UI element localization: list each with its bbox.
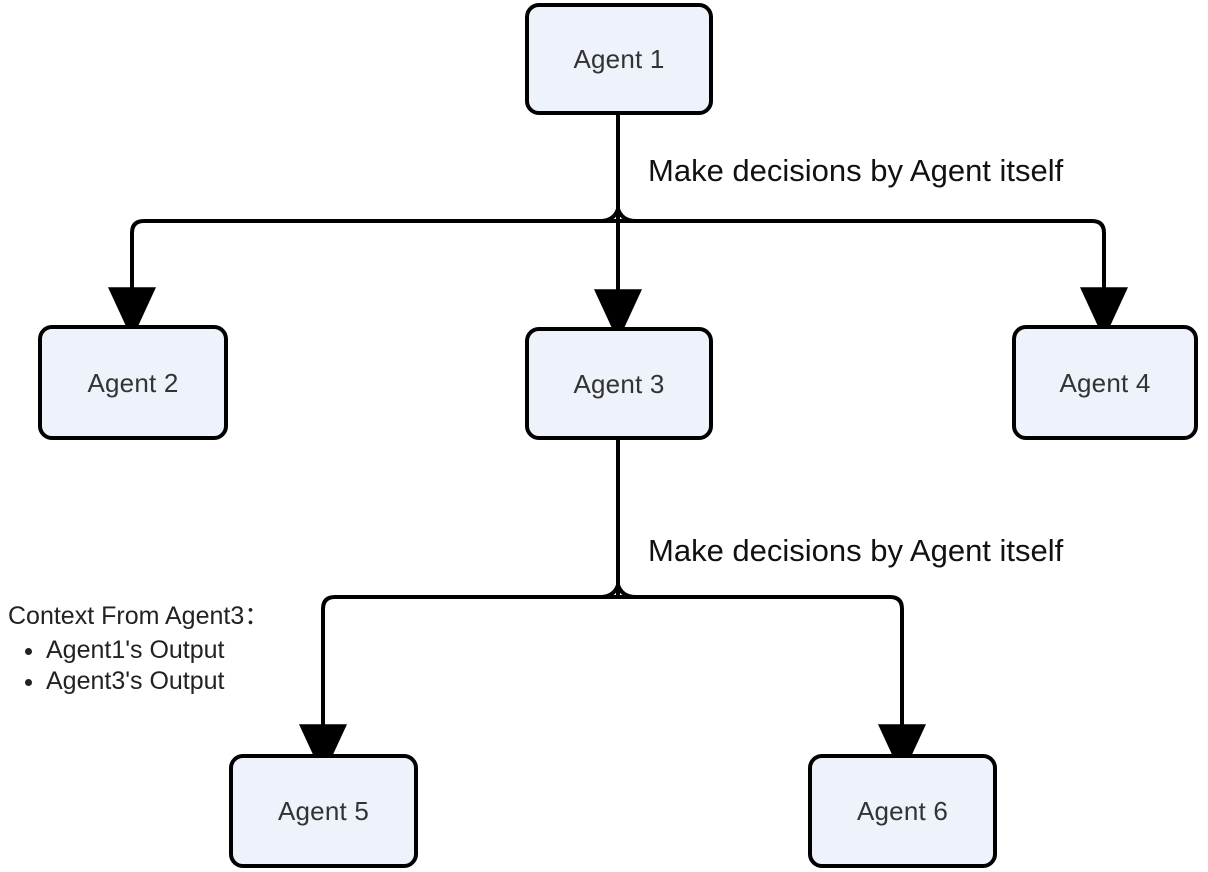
edge-label-top: Make decisions by Agent itself bbox=[648, 153, 1064, 189]
edge-junction-fillet-bottom-right bbox=[616, 584, 637, 599]
context-annotation: Context From Agent3： Agent1's Output Age… bbox=[8, 602, 269, 697]
context-item: Agent3's Output bbox=[46, 667, 269, 697]
node-agent1-label: Agent 1 bbox=[573, 44, 665, 74]
node-agent2[interactable]: Agent 2 bbox=[38, 325, 228, 440]
node-agent3-label: Agent 3 bbox=[573, 368, 665, 399]
node-agent6-label: Agent 6 bbox=[856, 796, 949, 826]
edge-label-top-text: Make decisions by Agent itself bbox=[648, 153, 1064, 188]
edge-bus-bottom-right bbox=[618, 595, 926, 777]
node-agent3[interactable]: Agent 3 bbox=[525, 327, 713, 440]
node-agent2-label: Agent 2 bbox=[87, 367, 179, 398]
node-agent4-label: Agent 4 bbox=[1059, 367, 1151, 398]
edge-bus-top-right bbox=[618, 219, 1128, 340]
edge-bus-bottom-left bbox=[299, 595, 618, 777]
node-agent6[interactable]: Agent 6 bbox=[808, 754, 997, 868]
node-agent1[interactable]: Agent 1 bbox=[525, 3, 713, 115]
context-item-list: Agent1's Output Agent3's Output bbox=[8, 636, 269, 697]
context-title: Context From Agent3： bbox=[8, 602, 270, 630]
node-agent4[interactable]: Agent 4 bbox=[1012, 325, 1198, 440]
edge-label-bottom-text: Make decisions by Agent itself bbox=[648, 533, 1064, 568]
edge-label-bottom: Make decisions by Agent itself bbox=[648, 533, 1064, 569]
context-item: Agent1's Output bbox=[46, 636, 269, 666]
node-agent5-label: Agent 5 bbox=[277, 796, 370, 826]
node-agent5[interactable]: Agent 5 bbox=[229, 754, 418, 868]
edge-bus-top-left bbox=[108, 219, 618, 340]
edge-junction-fillet-top-right bbox=[616, 208, 637, 223]
